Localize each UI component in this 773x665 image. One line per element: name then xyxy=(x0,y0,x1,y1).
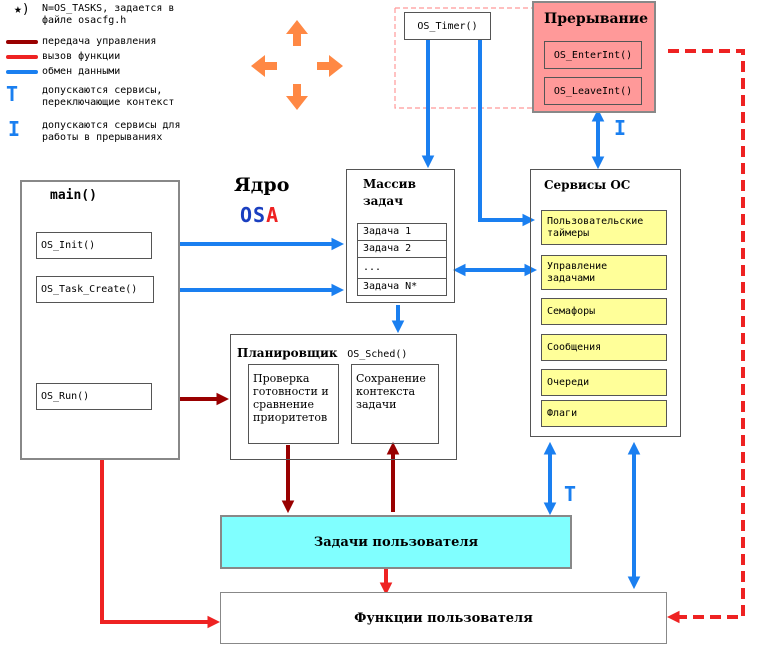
scheduler-save-box: Сохранение контекста задачи xyxy=(351,364,439,444)
services-box: Сервисы ОС xyxy=(530,169,681,437)
service-semaphores: Семафоры xyxy=(541,298,667,325)
os-init-box: OS_Init() xyxy=(36,232,152,259)
scheduler-box: Планировщик OS_Sched() Проверка готовнос… xyxy=(230,334,457,460)
os-leaveint-box: OS_LeaveInt() xyxy=(544,77,642,105)
timer-to-services-arrow xyxy=(478,40,536,227)
compass-arrows-icon xyxy=(251,20,343,110)
tasks-array-list: Задача 1 Задача 2 ... Задача N* xyxy=(357,223,447,296)
legend-i-line2: работы в прерываниях xyxy=(42,132,163,143)
timer-dashed-outline xyxy=(394,7,532,109)
interrupt-i-marker: I xyxy=(614,116,627,140)
user-tasks-box: Задачи пользователя xyxy=(220,515,572,569)
user-functions-box: Функции пользователя xyxy=(220,592,667,644)
main-to-funcs-arrow xyxy=(100,460,221,629)
osa-brand-o: O xyxy=(240,203,254,227)
task-row: ... xyxy=(358,258,446,279)
osa-brand-logo: OSA xyxy=(240,203,279,227)
service-queues: Очереди xyxy=(541,369,667,396)
interrupt-to-funcs-arrow xyxy=(666,49,745,624)
tasks-array-title-2: задач xyxy=(363,194,403,208)
osa-brand-a: A xyxy=(266,203,280,227)
scheduler-func: OS_Sched() xyxy=(347,349,408,360)
main-box: main() xyxy=(20,180,180,460)
legend-t-symbol: T xyxy=(6,82,19,106)
service-task-management: Управление задачами xyxy=(541,255,667,290)
service-messages: Сообщения xyxy=(541,334,667,361)
legend-note-line2: файле osacfg.h xyxy=(42,15,127,26)
legend-note-symbol: ★) xyxy=(14,2,30,17)
task-row: Задача N* xyxy=(363,281,418,292)
os-timer-box: OS_Timer() xyxy=(404,12,491,40)
legend-note-line1: N=OS_TASKS, задается в xyxy=(42,3,175,14)
service-user-timers: Пользовательские таймеры xyxy=(541,210,667,245)
osa-brand-s: S xyxy=(253,203,267,227)
service-flags: Флаги xyxy=(541,400,667,427)
scheduler-header: Планировщик OS_Sched() xyxy=(237,342,407,361)
task-row: Задача 1 xyxy=(358,224,446,241)
os-enterint-box: OS_EnterInt() xyxy=(544,41,642,69)
tasks-array-title-1: Массив xyxy=(363,177,416,191)
services-title: Сервисы ОС xyxy=(544,178,631,192)
tasks-array-box: Массив задач Задача 1 Задача 2 ... Задач… xyxy=(346,169,455,303)
scheduler-title: Планировщик xyxy=(237,346,338,360)
legend-i-line1: допускаются сервисы для xyxy=(42,120,181,131)
legend-t-line1: допускаются сервисы, xyxy=(42,85,163,96)
services-t-marker: T xyxy=(564,482,577,506)
legend-call-label: вызов функции xyxy=(42,51,121,62)
legend-control-label: передача управления xyxy=(42,36,157,47)
interrupt-box: Прерывание OS_EnterInt() OS_LeaveInt() xyxy=(532,1,656,113)
os-run-box: OS_Run() xyxy=(36,383,152,410)
legend-t-line2: переключающие контекст xyxy=(42,97,175,108)
kernel-title: Ядро xyxy=(234,174,290,196)
legend-data-label: обмен данными xyxy=(42,66,121,77)
task-row: Задача 2 xyxy=(358,241,446,258)
os-task-create-box: OS_Task_Create() xyxy=(36,276,154,303)
main-title: main() xyxy=(50,188,97,203)
legend-i-symbol: I xyxy=(8,117,21,141)
scheduler-check-box: Проверка готовности и сравнение приорите… xyxy=(248,364,339,444)
interrupt-title: Прерывание xyxy=(544,11,649,27)
